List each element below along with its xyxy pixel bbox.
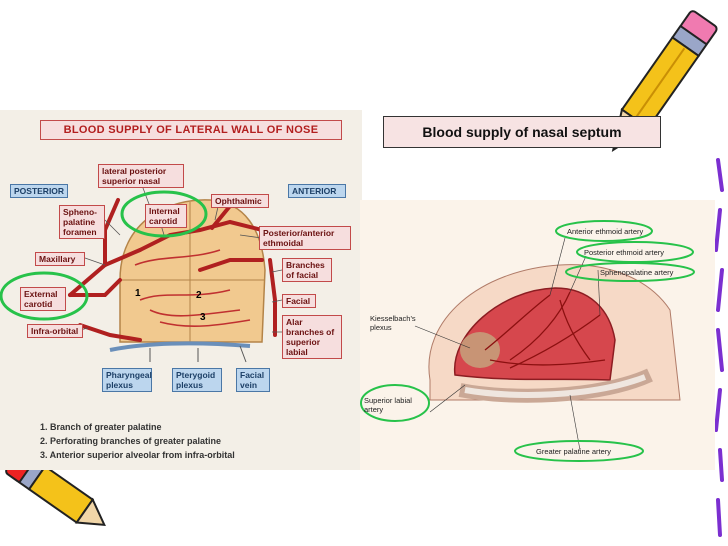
label-posterior-ethmoid-artery: Posterior ethmoid artery: [584, 248, 665, 257]
label-pterygoid-plexus: Pterygoid plexus: [172, 368, 222, 392]
zigzag-border-right: [714, 158, 724, 537]
number-2: 2: [196, 290, 202, 301]
label-pharyngeal-plexus: Pharyngeal plexus: [102, 368, 152, 392]
number-1: 1: [135, 288, 141, 299]
nasal-septum-title: Blood supply of nasal septum: [383, 116, 661, 148]
lateral-wall-title: BLOOD SUPPLY OF LATERAL WALL OF NOSE: [40, 120, 342, 140]
label-facial-vein: Facial vein: [236, 368, 270, 392]
label-sphenopalatine-artery: Sphenopalatine artery: [600, 268, 674, 277]
label-greater-palatine-artery: Greater palatine artery: [536, 447, 612, 456]
label-anterior: ANTERIOR: [288, 184, 346, 198]
label-internal-carotid: Internal carotid: [145, 204, 187, 228]
label-external-carotid: External carotid: [20, 287, 66, 311]
label-anterior-ethmoid-artery: Anterior ethmoid artery: [567, 227, 644, 236]
label-facial: Facial: [282, 294, 316, 308]
number-3: 3: [200, 312, 206, 323]
label-superior-labial-artery: Superior labial artery: [364, 396, 412, 414]
label-kiesselbachs-plexus: Kiesselbach's plexus: [370, 314, 416, 332]
legend-item-1: 1. Branch of greater palatine: [40, 422, 162, 432]
label-branches-of-facial: Branches of facial: [282, 258, 332, 282]
label-posterior-anterior-ethmoidal: Posterior/anterior ethmoidal: [259, 226, 351, 250]
label-posterior: POSTERIOR: [10, 184, 68, 198]
legend-item-3: 3. Anterior superior alveolar from infra…: [40, 450, 235, 460]
label-ophthalmic: Ophthalmic: [211, 194, 269, 208]
nasal-septum-illustration: [360, 220, 695, 462]
label-spheno-palatine-foramen: Spheno-palatine foramen: [59, 205, 105, 239]
lateral-wall-diagram: BLOOD SUPPLY OF LATERAL WALL OF NOSE: [0, 110, 362, 470]
nasal-septum-diagram: Anterior ethmoid artery Posterior ethmoi…: [360, 200, 715, 470]
label-maxillary: Maxillary: [35, 252, 85, 266]
legend-item-2: 2. Perforating branches of greater palat…: [40, 436, 222, 446]
label-lateral-posterior-superior-nasal: lateral posterior superior nasal: [98, 164, 184, 188]
label-infra-orbital: Infra-orbital: [27, 324, 83, 338]
lateral-wall-illustration: [0, 179, 283, 363]
label-alar-branches: Alar branches of superior labial: [282, 315, 342, 359]
